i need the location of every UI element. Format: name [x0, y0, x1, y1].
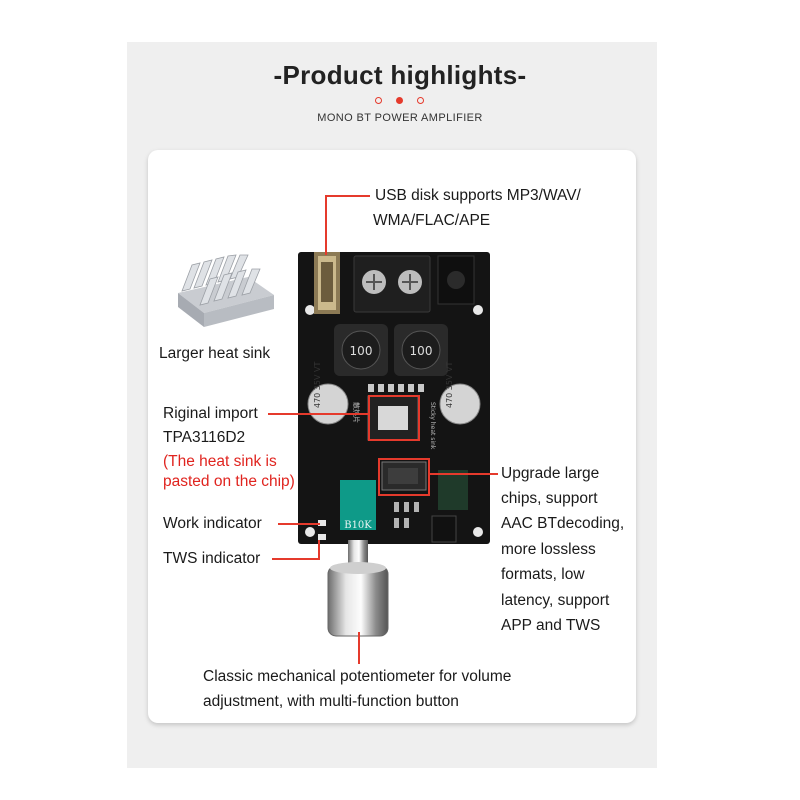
pot-label: B10K: [344, 520, 372, 531]
work-indicator-callout: Work indicator: [163, 515, 262, 532]
pot-callout-line: [358, 632, 360, 664]
main-chip-highlight: [368, 395, 420, 441]
chip-callout-line: [430, 473, 498, 475]
work-callout-line: [278, 523, 320, 525]
pot-callout-line1: Classic mechanical potentiometer for vol…: [203, 668, 512, 685]
import-callout-line: [268, 413, 368, 415]
upgrade-callout-line4: more lossless: [501, 541, 596, 558]
amplifier-board: 100 100 470 35V VT 470 35V VT Sticky hea…: [298, 252, 490, 544]
chip-side-text-cn: 散热片: [352, 402, 361, 423]
inductor-right-label: 100: [410, 344, 433, 358]
usb-callout-line-h: [325, 195, 370, 197]
import-callout-note1: (The heat sink is: [163, 453, 277, 470]
volume-knob-image: [327, 540, 389, 637]
import-callout-line2: TPA3116D2: [163, 429, 246, 446]
import-callout-line1: Riginal import: [163, 405, 258, 422]
page-title: -Product highlights-: [273, 60, 527, 90]
usb-callout-line-v: [325, 195, 327, 255]
upgrade-callout-line1: Upgrade large: [501, 465, 600, 482]
import-callout-note2: pasted on the chip): [163, 473, 295, 490]
upgrade-callout-line7: APP and TWS: [501, 617, 601, 634]
inductor-left-label: 100: [350, 344, 373, 358]
chip-side-text: Sticky heat sink: [429, 402, 436, 450]
usb-callout-line2: WMA/FLAC/APE: [373, 212, 491, 229]
heatsink-callout: Larger heat sink: [159, 345, 271, 362]
bt-chip-highlight: [378, 458, 430, 496]
upgrade-callout-line3: AAC BTdecoding,: [501, 515, 625, 532]
page-subtitle: MONO BT POWER AMPLIFIER: [317, 112, 483, 124]
tws-callout-line-v: [318, 540, 320, 560]
title-dots: [373, 97, 427, 107]
upgrade-callout-line2: chips, support: [501, 490, 598, 507]
pot-callout-line2: adjustment, with multi-function button: [203, 693, 459, 710]
usb-callout-line1: USB disk supports MP3/WAV/: [375, 187, 581, 204]
upgrade-callout-line6: latency, support: [501, 592, 610, 609]
heat-sink-image: [178, 254, 274, 327]
upgrade-callout-line5: formats, low: [501, 566, 585, 583]
tws-callout-line: [272, 558, 320, 560]
cap-right-label: 470 35V VT: [445, 362, 454, 408]
tws-indicator-callout: TWS indicator: [163, 550, 261, 567]
cap-left-label: 470 35V VT: [313, 362, 322, 408]
